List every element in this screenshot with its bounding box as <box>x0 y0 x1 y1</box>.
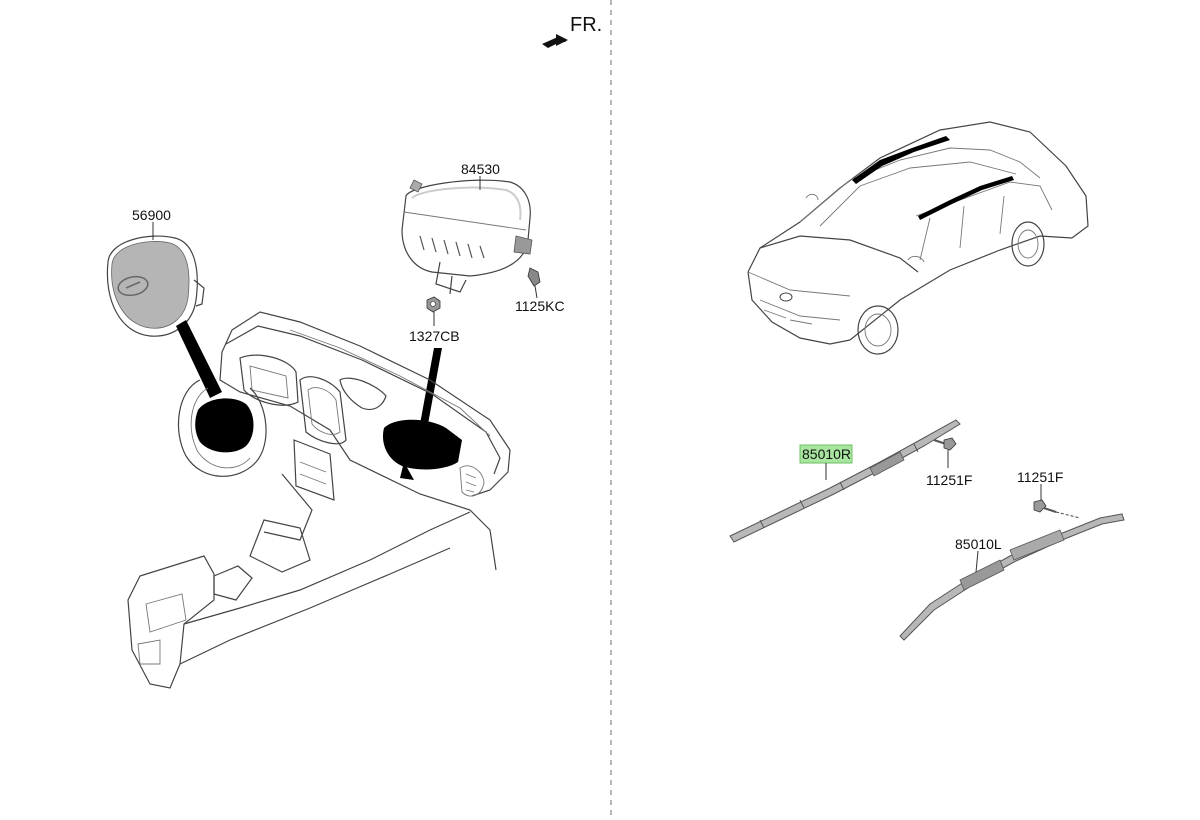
part-label-11251f-right[interactable]: 11251F <box>926 472 972 488</box>
bolt-1125kc[interactable] <box>527 267 541 287</box>
part-label-56900[interactable]: 56900 <box>132 207 171 223</box>
part-label-85010l[interactable]: 85010L <box>955 536 1002 552</box>
part-label-1125kc[interactable]: 1125KC <box>515 298 565 314</box>
passenger-airbag-location-pointer <box>420 348 442 424</box>
steering-airbag-location-pointer <box>176 320 222 398</box>
installed-passenger-airbag <box>382 419 462 470</box>
curtain-airbag-right[interactable] <box>729 419 961 543</box>
steering-wheel-airbag-module[interactable] <box>106 235 205 337</box>
installed-steering-airbag <box>195 398 254 453</box>
front-arrow-head-icon <box>556 34 568 46</box>
vehicle-curtain-airbag-location-left <box>918 176 1014 220</box>
front-label: FR. <box>570 14 602 36</box>
installed-passenger-airbag-bracket <box>400 462 414 480</box>
front-direction-indicator: FR. <box>542 14 602 48</box>
part-label-84530[interactable]: 84530 <box>461 161 500 177</box>
vehicle-curtain-airbag-location-right <box>852 136 950 184</box>
bolt-11251f-left[interactable] <box>1033 499 1057 513</box>
vehicle-illustration <box>747 121 1089 355</box>
nut-1327cb[interactable] <box>426 296 441 313</box>
bolt-11251f-left-guide <box>1055 511 1081 519</box>
curtain-airbag-left[interactable] <box>899 513 1125 641</box>
passenger-airbag-module[interactable] <box>401 179 533 295</box>
dashboard-illustration <box>127 311 511 689</box>
part-label-85010r[interactable]: 85010R <box>802 446 851 462</box>
bolt-11251f-right[interactable] <box>933 437 957 451</box>
part-label-11251f-left[interactable]: 11251F <box>1017 469 1063 485</box>
part-label-1327cb[interactable]: 1327CB <box>409 328 460 344</box>
leader-1125kc <box>534 285 538 299</box>
leader-85010l <box>975 550 979 573</box>
